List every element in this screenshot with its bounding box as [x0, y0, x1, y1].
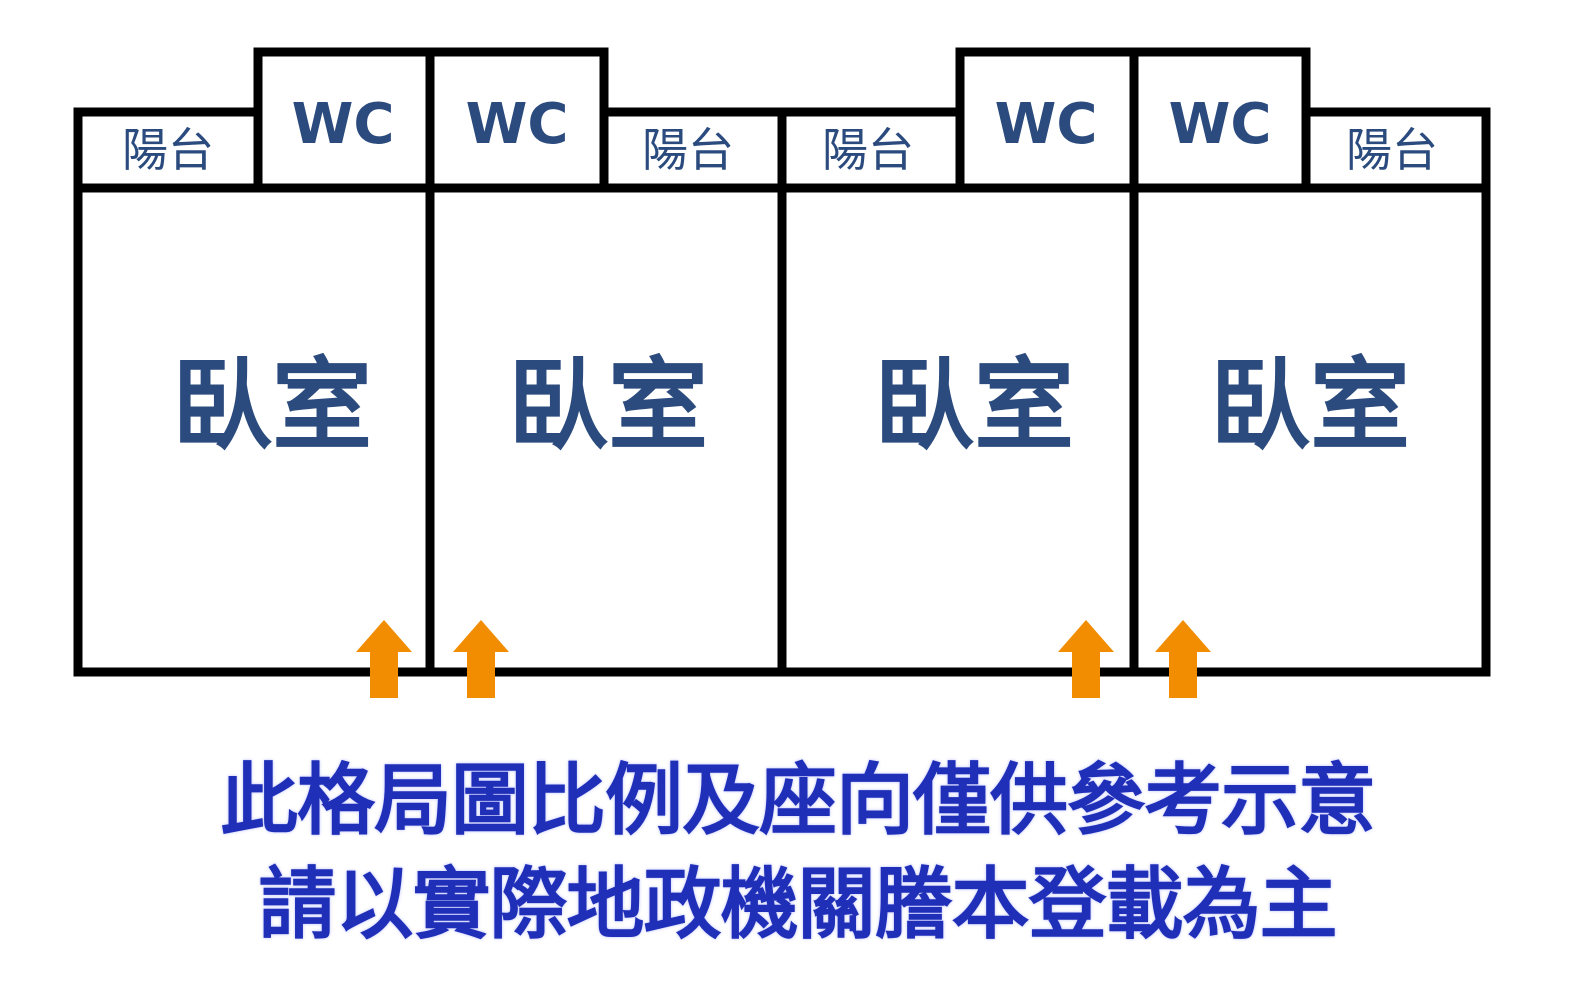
unit-2-wc-outline	[425, 47, 609, 193]
unit-2-bedroom-label: 臥室	[508, 347, 708, 464]
up-arrow-icon	[1155, 620, 1211, 698]
unit-3-balcony-label: 陽台	[822, 123, 914, 177]
up-arrow-icon	[453, 620, 509, 698]
up-arrow-icon	[356, 620, 412, 698]
unit-4-wc-label: WC	[1169, 92, 1272, 157]
unit-1-bedroom-label: 臥室	[172, 347, 372, 464]
unit-1-balcony-label: 陽台	[122, 123, 214, 177]
disclaimer-line-2: 請以實際地政機關謄本登載為主	[258, 860, 1337, 950]
unit-2-wc-label: WC	[466, 92, 569, 157]
unit-4-bedroom-label: 臥室	[1210, 347, 1410, 464]
unit-4-wc-outline	[1129, 47, 1311, 193]
unit-3-bedroom-label: 臥室	[874, 347, 1074, 464]
disclaimer-line-1: 此格局圖比例及座向僅供參考示意	[219, 756, 1376, 846]
unit-3-wc-label: WC	[995, 92, 1098, 157]
unit-1-wc-label: WC	[292, 92, 395, 157]
up-arrow-icon	[1058, 620, 1114, 698]
unit-4-balcony-label: 陽台	[1346, 123, 1438, 177]
unit-2-balcony-label: 陽台	[642, 123, 734, 177]
